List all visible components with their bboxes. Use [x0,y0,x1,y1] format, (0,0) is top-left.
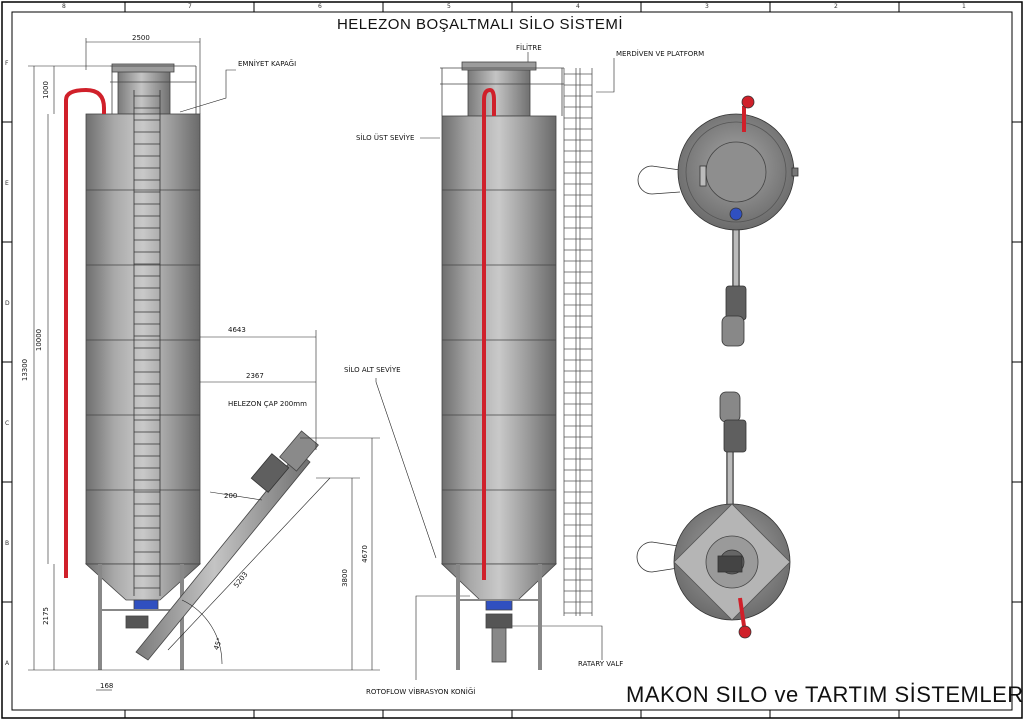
left-red-pipe [64,87,106,578]
leader-lines [179,52,615,680]
dim-4643: 4643 [228,326,246,334]
zone-col-5: 5 [447,3,451,10]
auger-screw [135,430,319,661]
zone-row-b: B [5,540,10,547]
middle-red-pipe [482,87,496,580]
side-ladder [563,68,593,616]
label-filitre: FİLİTRE [516,44,542,52]
zone-row-e: E [5,180,9,187]
label-silo-alt-seviye: SİLO ALT SEVİYE [344,366,401,374]
dim-4670: 4670 [360,545,369,563]
zone-row-f: F [5,60,9,67]
dim-200: 200 [224,492,238,500]
dim-1000: 1000 [41,81,50,99]
dim-3800: 3800 [340,569,349,587]
company-brand: MAKON SILO ve TARTIM SİSTEMLERİ [626,682,1024,707]
zone-col-6: 6 [318,3,322,10]
zone-col-1: 1 [962,3,966,10]
zone-col-8: 8 [62,3,66,10]
zone-col-4: 4 [576,3,580,10]
dim-13300: 13300 [21,358,30,382]
zone-col-7: 7 [188,3,192,10]
zone-row-d: D [5,300,10,307]
zone-col-2: 2 [834,3,838,10]
dim-2500: 2500 [132,34,150,42]
dim-168: 168 [100,682,114,690]
zone-row-a: A [5,660,10,667]
label-silo-ust-seviye: SİLO ÜST SEVİYE [356,134,415,142]
label-merdiven-platform: MERDİVEN VE PLATFORM [616,50,705,58]
bottom-view [636,391,791,639]
dim-10000: 10000 [35,328,44,352]
label-emniyet-kapagi: EMNİYET KAPAĞI [238,60,297,68]
top-view [637,95,799,347]
zone-row-c: C [5,420,10,427]
left-silo [84,63,202,670]
drawing-title: HELEZON BOŞALTMALI SİLO SİSTEMİ [336,16,624,33]
label-ratary-valf: RATARY VALF [578,660,624,668]
label-rotoflow: ROTOFLOW VİBRASYON KONİĞİ [366,688,476,696]
dim-2367: 2367 [246,372,264,380]
side-ladder-rungs [564,73,592,614]
middle-silo [440,61,564,670]
zone-col-3: 3 [705,3,709,10]
label-helezon: HELEZON ÇAP 200mm [228,400,307,408]
left-ladder-rungs [134,95,160,589]
dim-2175: 2175 [41,607,50,625]
left-dimension-lines [28,38,380,691]
